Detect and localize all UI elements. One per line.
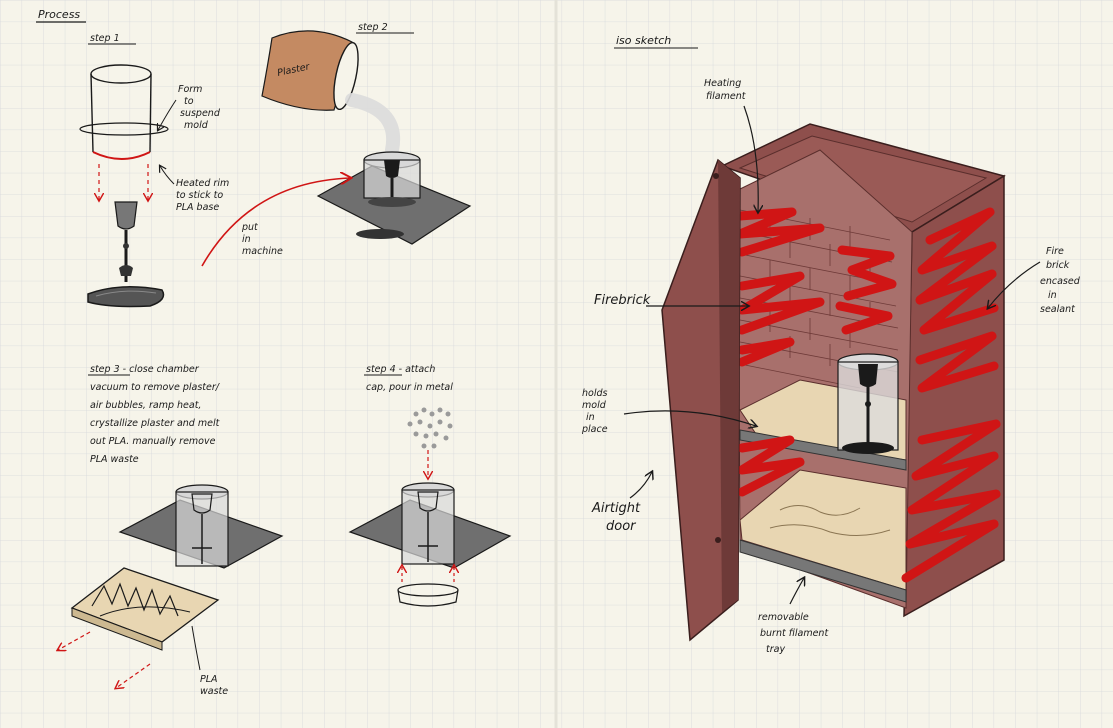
step1-pla-goblet-model [87,201,165,308]
step4-sketch: step 4 - attach cap, pour in metal [348,364,512,607]
furnace-drawing [661,123,1006,642]
airtight-door [661,158,741,642]
iso-header: iso sketch [614,34,698,49]
step3-text-line: vacuum to remove plaster/ [90,382,221,393]
svg-text:burnt filament: burnt filament [760,628,829,639]
svg-text:to: to [184,96,194,107]
step3-text-line: step 3 - close chamber [90,364,200,375]
label-airtight-door: Airtight door [591,472,652,534]
metal-pour-dots [407,407,453,449]
svg-text:door: door [606,519,637,534]
process-title: Process [38,8,80,21]
step3-text-line: PLA waste [90,454,139,465]
step2-flow-arrow [201,178,350,267]
process-header: Process [36,8,86,23]
label-removable-tray: removable burnt filament tray [758,578,829,655]
label-holds-mold: holds mold in place [581,388,756,435]
step4-cap [397,583,459,607]
label-firebrick: Firebrick [594,293,748,308]
step4-text-line: cap, pour in metal [366,382,453,393]
step1-label: step 1 [90,33,120,44]
step4-text-line: step 4 - attach [366,364,435,375]
svg-text:holds: holds [582,388,608,399]
svg-text:mold: mold [582,400,607,411]
svg-text:encased: encased [1040,276,1081,287]
svg-text:to stick to: to stick to [176,190,223,201]
label-heating-filament: Heating filament [704,78,758,212]
plaster-pour-stream [345,93,401,157]
svg-text:in: in [586,412,595,423]
svg-text:mold: mold [184,120,209,131]
step3-waste-tray: PLA waste [58,567,228,697]
svg-text:in: in [242,234,251,245]
step1-note-form: Form to suspend mold [158,84,221,131]
step2-sketch: step 2 Plaster put in machine [201,22,472,267]
svg-text:brick: brick [1046,260,1070,271]
furnace-mold-cylinder [837,353,899,454]
step3-sketch: step 3 - close chamber vacuum to remove … [58,364,284,697]
heating-filament-right-wall [901,207,1001,583]
label-fire-brick-sealant: Fire brick encased in sealant [988,246,1081,315]
svg-text:Airtight: Airtight [591,501,641,516]
step4-chamber [348,482,512,569]
put-in-machine-note: put [241,222,259,233]
step1-sketch: step 1 Form to suspend mold Heated rim t… [79,33,229,308]
svg-text:machine: machine [242,246,283,257]
iso-title: iso sketch [616,34,671,47]
step1-note-rim: Heated rim to stick to PLA base [160,166,229,213]
step3-text-line: air bubbles, ramp heat, [90,400,201,411]
svg-text:removable: removable [758,612,809,623]
step2-chamber-platform [316,151,472,245]
svg-text:Firebrick: Firebrick [594,293,651,308]
svg-text:suspend: suspend [180,108,221,119]
svg-text:Fire: Fire [1046,246,1064,257]
burnt-filament-tray [739,469,907,591]
step3-chamber [118,484,284,569]
svg-text:waste: waste [200,686,228,697]
step2-plaster-bag: Plaster [261,30,359,111]
svg-text:sealant: sealant [1040,304,1076,315]
step3-text-line: crystallize plaster and melt [90,418,221,429]
svg-text:tray: tray [766,644,785,655]
svg-text:PLA base: PLA base [176,202,219,213]
step2-label: step 2 [358,22,388,33]
svg-text:filament: filament [706,91,747,102]
svg-text:Form: Form [178,84,202,95]
step1-cylinder-form [79,64,169,160]
svg-text:Heating: Heating [704,78,741,89]
svg-text:Heated rim: Heated rim [176,178,229,189]
step3-text-line: out PLA. manually remove [90,436,216,447]
svg-text:in: in [1048,290,1057,301]
pla-waste-label: PLA [200,674,218,685]
svg-text:place: place [581,424,608,435]
heating-filament-interior [735,207,897,497]
